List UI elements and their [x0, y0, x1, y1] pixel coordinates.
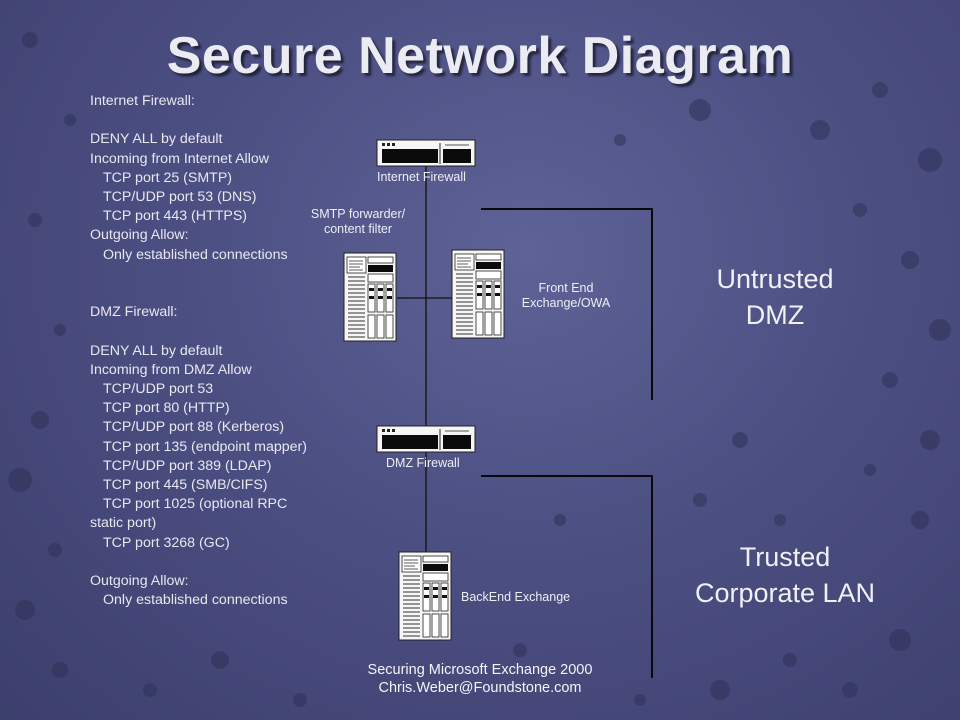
- zone-label-line: DMZ: [745, 300, 805, 330]
- smtp-forwarder-label: SMTP forwarder/ content filter: [306, 207, 410, 237]
- zone-label-line: Untrusted: [716, 264, 834, 294]
- dmz-incoming-rule-wrap: static port): [90, 515, 157, 532]
- dmz-incoming-rule: TCP/UDP port 53: [103, 380, 214, 397]
- dmz-firewall-icon: [376, 425, 476, 453]
- dmz-firewall-label: DMZ Firewall: [386, 456, 460, 470]
- internet-firewall-label: Internet Firewall: [377, 170, 466, 184]
- backend-exchange-server-icon: [398, 551, 452, 641]
- internet-incoming-rule: TCP port 443 (HTTPS): [103, 208, 248, 225]
- internet-outgoing-heading: Outgoing Allow:: [90, 227, 189, 244]
- dmz-incoming-rule: TCP/UDP port 88 (Kerberos): [103, 419, 285, 436]
- slide-title: Secure Network Diagram: [166, 27, 794, 85]
- dmz-incoming-rule: TCP/UDP port 389 (LDAP): [103, 457, 272, 474]
- dmz-incoming-rule: TCP port 3268 (GC): [103, 534, 230, 551]
- front-end-exchange-label: Front End Exchange/OWA: [512, 281, 620, 311]
- dmz-firewall-heading: DMZ Firewall:: [90, 304, 178, 321]
- dmz-default-rule: DENY ALL by default: [90, 342, 223, 359]
- footer-course-title: Securing Microsoft Exchange 2000: [367, 662, 593, 678]
- dmz-outgoing-rule: Only established connections: [103, 592, 288, 609]
- slide-footer: Securing Microsoft Exchange 2000 Chris.W…: [280, 661, 680, 697]
- zone-label-line: Trusted: [739, 542, 831, 572]
- dmz-incoming-heading: Incoming from DMZ Allow: [90, 361, 252, 378]
- untrusted-dmz-zone-label: Untrusted DMZ: [680, 261, 870, 333]
- backend-exchange-label: BackEnd Exchange: [461, 590, 571, 604]
- internet-incoming-rule: TCP/UDP port 53 (DNS): [103, 189, 257, 205]
- smtp-forwarder-label-line: SMTP forwarder/: [310, 207, 406, 221]
- front-end-exchange-server-icon: [451, 249, 505, 339]
- internet-outgoing-rule: Only established connections: [103, 246, 288, 263]
- front-end-exchange-label-line: Front End: [538, 281, 594, 295]
- untrusted-dmz-bracket: [481, 208, 653, 400]
- internet-firewall-heading: Internet Firewall:: [90, 93, 195, 109]
- internet-default-rule: DENY ALL by default: [90, 131, 223, 148]
- dmz-incoming-rule: TCP port 1025 (optional RPC: [103, 496, 288, 513]
- smtp-forwarder-server-icon: [343, 252, 397, 342]
- dmz-outgoing-heading: Outgoing Allow:: [90, 573, 189, 589]
- dmz-incoming-rule: TCP port 80 (HTTP): [103, 400, 230, 417]
- footer-author-email: Chris.Weber@Foundstone.com: [378, 680, 582, 696]
- firewall-rules-text: Internet Firewall: DENY ALL by default I…: [90, 92, 340, 610]
- front-end-exchange-label-line: Exchange/OWA: [521, 296, 611, 310]
- zone-label-line: Corporate LAN: [694, 578, 876, 608]
- smtp-forwarder-label-line: content filter: [323, 222, 393, 236]
- internet-firewall-icon: [376, 139, 476, 167]
- internet-incoming-rule: TCP port 25 (SMTP): [103, 169, 233, 186]
- dmz-incoming-rule: TCP port 445 (SMB/CIFS): [103, 477, 268, 493]
- trusted-lan-bracket: [481, 475, 653, 678]
- dmz-incoming-rule: TCP port 135 (endpoint mapper): [103, 438, 307, 455]
- trusted-lan-zone-label: Trusted Corporate LAN: [670, 539, 900, 611]
- internet-incoming-heading: Incoming from Internet Allow: [90, 150, 269, 167]
